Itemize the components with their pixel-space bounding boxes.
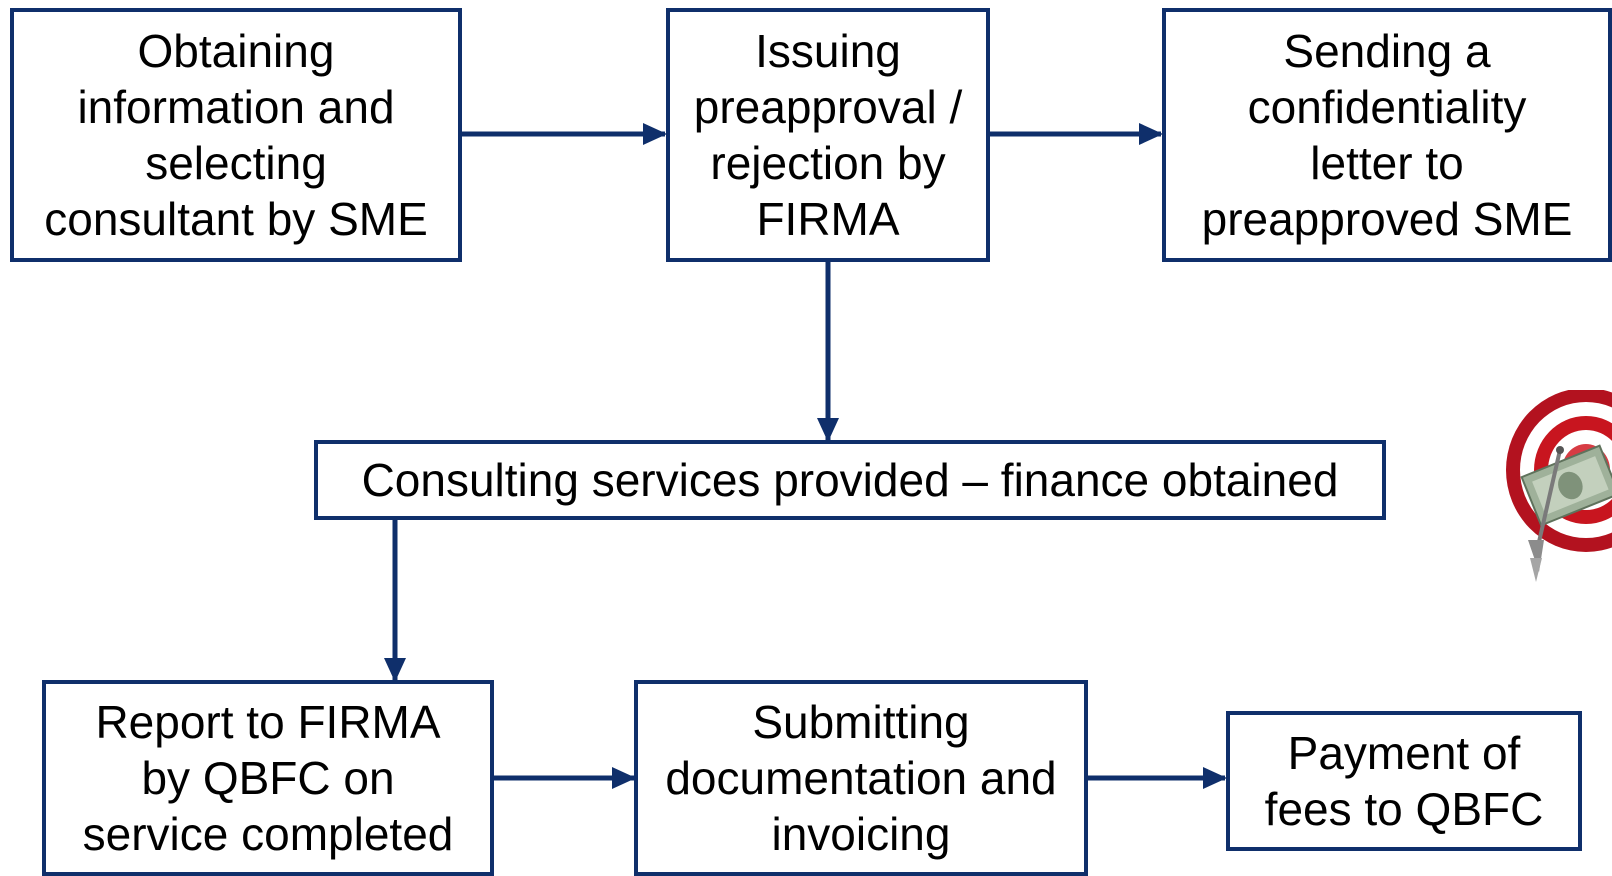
step-obtaining-label: Obtaining information and selecting cons… [44,25,428,245]
step-report-label: Report to FIRMA by QBFC on service compl… [82,696,454,860]
step-sending-label: Sending a confidentiality letter to prea… [1201,25,1573,245]
step-submitting-label: Submitting documentation and invoicing [665,696,1057,860]
target-graphic [1506,390,1612,582]
step-submitting-box: Submitting documentation and invoicing [634,680,1088,876]
step-payment-box: Payment of fees to QBFC [1226,711,1582,851]
step-consulting-box: Consulting services provided – finance o… [314,440,1386,520]
step-consulting-label: Consulting services provided – finance o… [361,454,1339,506]
target-money-icon [1500,390,1612,600]
step-sending-box: Sending a confidentiality letter to prea… [1162,8,1612,262]
step-report-box: Report to FIRMA by QBFC on service compl… [42,680,494,876]
step-payment-label: Payment of fees to QBFC [1264,727,1544,835]
step-obtaining-box: Obtaining information and selecting cons… [10,8,462,262]
step-issuing-label: Issuing preapproval / rejection by FIRMA [693,25,963,245]
step-issuing-box: Issuing preapproval / rejection by FIRMA [666,8,990,262]
